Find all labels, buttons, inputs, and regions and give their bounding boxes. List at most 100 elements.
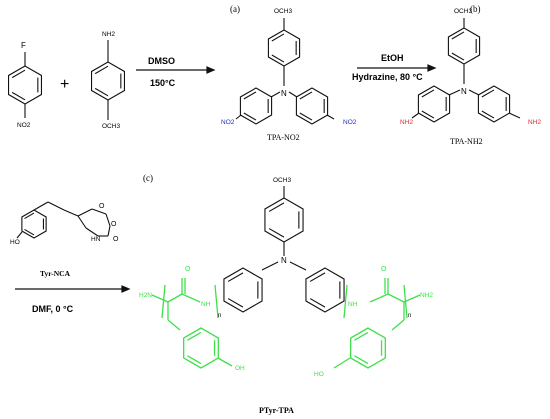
- nca-hydroxy: HO: [10, 239, 20, 246]
- ptyr-nh-left: NH: [201, 301, 211, 308]
- ptyr-amine-left: H2N: [139, 292, 152, 299]
- ptyr-carbonyl-o-left: O: [185, 266, 191, 273]
- bond: [289, 261, 307, 271]
- nca-carbonyl-o-top: O: [99, 203, 105, 210]
- arrow-head-1: [206, 66, 216, 74]
- fluoro-label: F: [21, 41, 26, 50]
- ptyr-hydroxy-left: OH: [235, 365, 245, 372]
- amine-label-right: NH2: [528, 119, 541, 126]
- step1-solvent: DMSO: [148, 56, 175, 66]
- bond: [235, 114, 242, 120]
- ring-ptyr-tyrosine-left: [183, 327, 219, 369]
- chain-bond: [167, 319, 181, 331]
- nca-nh: HN: [91, 236, 101, 243]
- nitro-label-left: NO2: [221, 119, 235, 126]
- methoxy-label-tpa-no2: OCH3: [274, 8, 292, 15]
- bracket: [343, 284, 348, 319]
- ring-ptyr-left: [223, 267, 263, 313]
- bond: [468, 89, 480, 96]
- ring-tpa-nh2-right: [477, 85, 511, 123]
- ring-tpa-no2-right: [295, 87, 329, 125]
- ring-ptyr-right-double-bond: [309, 298, 326, 308]
- ring-tyr-nca-phenol-double-bond: [24, 228, 35, 236]
- tyr-nca-name: Tyr-NCA: [40, 269, 71, 278]
- bond: [448, 89, 461, 96]
- nca-ring-o: O: [111, 221, 117, 228]
- ring-tpa-no2-left-double-bond: [243, 112, 257, 121]
- methoxy-label-reactant: OCH3: [102, 123, 120, 130]
- bond: [326, 114, 335, 120]
- ptyr-carbonyl-o-right: O: [381, 266, 387, 273]
- panel-label-c: (c): [143, 173, 153, 183]
- ring-tpa-nh2-top-double-bond: [451, 52, 465, 61]
- chain-bond: [369, 293, 389, 303]
- ring-tpa-nh2-top-double-bond: [451, 31, 465, 40]
- polymer-bond-lines: [151, 278, 421, 369]
- amine-label-reactant: NH2: [102, 31, 115, 38]
- tpa-no2-name: TPA-NO2: [267, 133, 300, 142]
- bond: [16, 231, 23, 239]
- ring-ptyr-tyrosine-right-double-bond: [354, 355, 369, 365]
- ring-tpa-no2-left: [239, 87, 273, 125]
- reaction-arrows: [15, 64, 437, 293]
- ring-ptyr-right-double-bond: [309, 272, 326, 282]
- ring-tpa-nh2-top: [447, 27, 481, 65]
- ring-anisidine: [90, 61, 126, 101]
- ring-tpa-nh2-left-double-bond: [421, 89, 435, 98]
- ring-fluoronitrobenzene-double-bond: [11, 69, 26, 79]
- nitro-label-right: NO2: [343, 119, 357, 126]
- ptyr-n-subscript-left: n: [218, 313, 221, 319]
- bond: [508, 112, 521, 119]
- chain-bond: [391, 319, 405, 331]
- nca-carbonyl-o-bottom: O: [113, 236, 119, 243]
- step1-temperature: 150°C: [150, 78, 176, 88]
- ring-anisidine-double-bond: [94, 65, 109, 75]
- bond: [288, 91, 298, 98]
- chain-bond: [403, 294, 421, 303]
- ptyr-tpa-name: PTyr-TPA: [259, 406, 294, 415]
- amine-label-left: NH2: [400, 119, 413, 126]
- ring-ptyr-tyrosine-right-double-bond: [354, 331, 369, 341]
- bond: [91, 208, 107, 215]
- arrow-head-2: [427, 64, 437, 72]
- bond: [77, 215, 87, 229]
- ring-ptyr-right: [305, 267, 345, 313]
- ring-fluoronitrobenzene: [7, 65, 43, 105]
- ptyr-amine-right: NH2: [420, 292, 433, 299]
- ring-tpa-no2-top-double-bond: [271, 54, 285, 63]
- step3-conditions: DMF, 0 °C: [32, 304, 74, 314]
- ring-tpa-no2-right-double-bond: [299, 112, 313, 121]
- bond: [107, 225, 111, 237]
- ring-tyr-nca-phenol: [21, 209, 47, 239]
- panel-label-b: (b): [470, 4, 481, 14]
- tpa-nh2-name: TPA-NH2: [450, 137, 483, 146]
- bond: [411, 112, 420, 119]
- chain-bond: [333, 357, 351, 369]
- chain-bond: [181, 293, 201, 303]
- panel-label-a: (a): [230, 4, 240, 14]
- ptyr-n-subscript-right: n: [408, 313, 411, 319]
- ring-ptyr-top-double-bond: [268, 202, 285, 212]
- bond-lines: [7, 18, 521, 313]
- ring-tpa-nh2-left-double-bond: [421, 110, 435, 119]
- ring-ptyr-tyrosine-left-double-bond: [187, 355, 202, 365]
- bond: [85, 227, 99, 237]
- chain-bond: [217, 357, 233, 367]
- bond: [270, 91, 281, 98]
- bond: [47, 201, 65, 211]
- bond: [105, 213, 111, 227]
- ring-tpa-nh2-right-double-bond: [481, 110, 495, 119]
- bond: [63, 209, 79, 217]
- ring-tpa-no2-left-double-bond: [243, 91, 257, 100]
- ring-ptyr-tyrosine-left-double-bond: [187, 331, 202, 341]
- bracket: [161, 284, 166, 319]
- ring-tyr-nca-phenol-double-bond: [24, 212, 35, 220]
- ring-tpa-no2-top-double-bond: [271, 33, 285, 42]
- bracket: [214, 284, 219, 319]
- ring-ptyr-top: [264, 197, 304, 243]
- ptyr-nh-right: NH: [348, 301, 358, 308]
- ring-ptyr-left-double-bond: [227, 298, 244, 308]
- ptyr-hydroxy-right: HO: [314, 371, 324, 378]
- tpa-nh2-nitrogen: N: [461, 87, 467, 96]
